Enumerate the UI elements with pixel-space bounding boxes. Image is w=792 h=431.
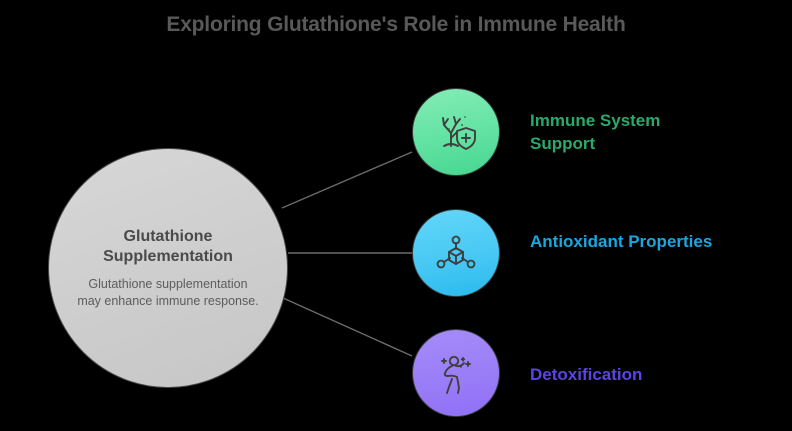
- hub-description: Glutathione supplementation may enhance …: [77, 276, 259, 308]
- hub-node[interactable]: Glutathione Supplementation Glutathione …: [48, 148, 288, 388]
- hub-title: Glutathione Supplementation: [103, 227, 233, 265]
- branch-node-immune-system-support[interactable]: [412, 88, 500, 176]
- branch-node-detoxification[interactable]: [412, 329, 500, 417]
- branch-label-immune-system-support: Immune System Support: [530, 111, 661, 153]
- molecule-network-icon: [433, 230, 479, 276]
- person-sparkle-icon: [432, 349, 480, 397]
- connector-line-detoxification: [282, 297, 413, 357]
- branch-label-antioxidant-properties: Antioxidant Properties: [530, 232, 713, 251]
- branch-label-detoxification: Detoxification: [530, 365, 643, 384]
- tree-shield-plus-icon: [432, 108, 480, 156]
- connector-line-immune-system-support: [281, 151, 413, 209]
- page-title: Exploring Glutathione's Role in Immune H…: [166, 13, 626, 36]
- branch-node-antioxidant-properties[interactable]: [412, 209, 500, 297]
